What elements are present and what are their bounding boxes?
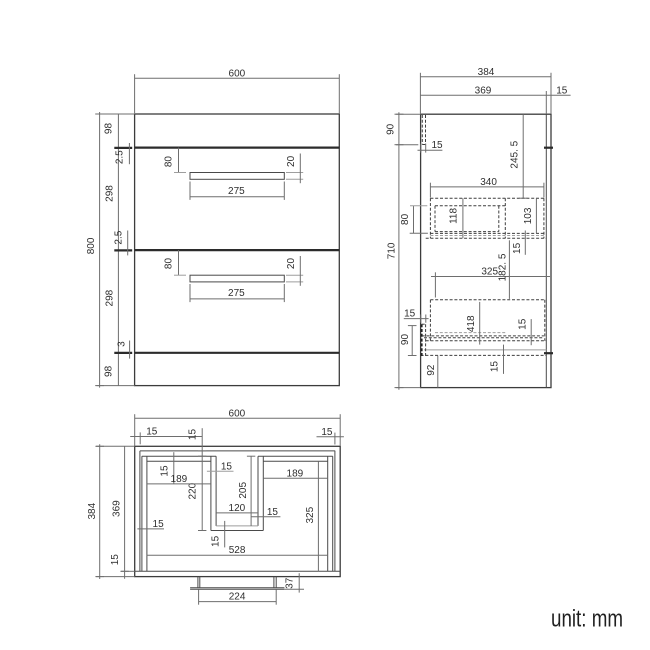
svg-text:15: 15 <box>404 309 416 320</box>
svg-text:15: 15 <box>221 462 233 473</box>
svg-text:unit: mm: unit: mm <box>551 606 623 633</box>
svg-text:220: 220 <box>187 482 198 499</box>
svg-text:20: 20 <box>286 258 297 270</box>
svg-text:600: 600 <box>229 69 246 80</box>
svg-text:15: 15 <box>187 429 198 441</box>
svg-text:710: 710 <box>386 242 397 259</box>
svg-text:2.5: 2.5 <box>114 230 125 244</box>
svg-text:325: 325 <box>481 267 498 278</box>
svg-text:98: 98 <box>104 123 115 135</box>
svg-text:15: 15 <box>146 427 158 438</box>
svg-text:80: 80 <box>400 213 411 225</box>
svg-text:2.5: 2.5 <box>114 150 125 164</box>
svg-text:15: 15 <box>431 140 443 151</box>
svg-text:98: 98 <box>104 365 115 377</box>
svg-text:3: 3 <box>117 341 128 347</box>
svg-text:384: 384 <box>478 67 495 78</box>
svg-text:369: 369 <box>111 500 122 517</box>
svg-text:92: 92 <box>426 364 437 376</box>
svg-text:37: 37 <box>284 577 295 589</box>
svg-text:189: 189 <box>171 474 188 485</box>
svg-text:182. 5: 182. 5 <box>498 253 509 281</box>
svg-text:15: 15 <box>110 554 121 566</box>
svg-text:90: 90 <box>386 123 397 135</box>
svg-text:224: 224 <box>229 592 246 603</box>
svg-text:189: 189 <box>287 469 304 480</box>
svg-text:80: 80 <box>164 258 175 270</box>
svg-text:103: 103 <box>523 207 534 224</box>
svg-text:15: 15 <box>267 507 279 518</box>
svg-text:90: 90 <box>400 334 411 346</box>
svg-text:15: 15 <box>210 535 221 547</box>
svg-text:369: 369 <box>475 86 492 97</box>
svg-text:15: 15 <box>556 86 568 97</box>
svg-text:298: 298 <box>104 289 115 306</box>
svg-text:275: 275 <box>228 288 245 299</box>
svg-text:275: 275 <box>228 186 245 197</box>
svg-text:528: 528 <box>229 545 246 556</box>
svg-text:15: 15 <box>153 519 165 530</box>
svg-text:15: 15 <box>512 242 523 254</box>
svg-text:15: 15 <box>517 318 528 330</box>
svg-text:325: 325 <box>305 506 316 523</box>
svg-text:118: 118 <box>448 207 459 223</box>
svg-text:15: 15 <box>321 427 333 438</box>
svg-text:120: 120 <box>229 503 246 514</box>
svg-text:800: 800 <box>86 237 97 254</box>
svg-text:340: 340 <box>480 177 497 188</box>
svg-text:205: 205 <box>238 482 249 499</box>
svg-text:15: 15 <box>490 361 501 373</box>
svg-text:245. 5: 245. 5 <box>509 140 520 168</box>
svg-text:384: 384 <box>87 502 98 519</box>
svg-text:80: 80 <box>164 156 175 168</box>
svg-text:15: 15 <box>160 465 171 477</box>
svg-text:298: 298 <box>104 185 115 202</box>
svg-text:600: 600 <box>229 409 246 420</box>
svg-text:418: 418 <box>466 315 477 332</box>
svg-text:20: 20 <box>286 155 297 167</box>
